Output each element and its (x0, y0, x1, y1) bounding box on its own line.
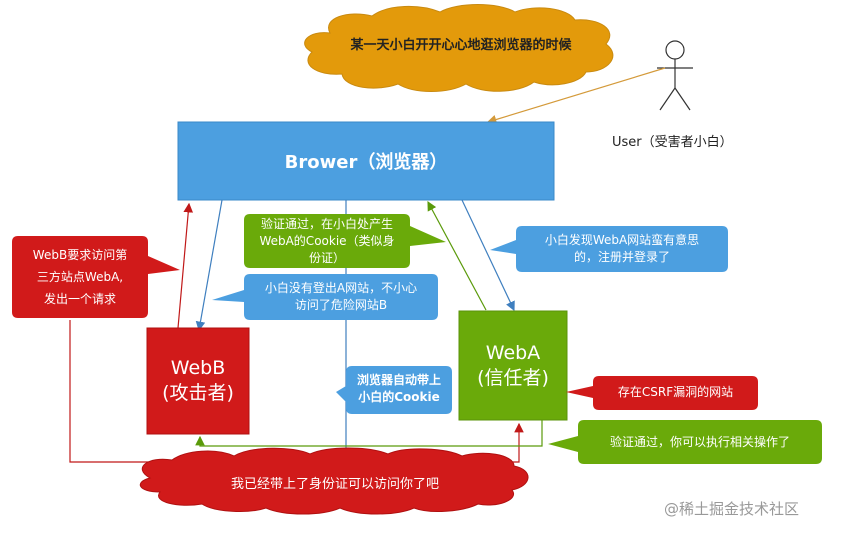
callout-login-weba-line1: 小白发现WebA网站蛮有意思 (544, 233, 700, 247)
callout-visit-danger-shape (212, 274, 438, 320)
watermark: @稀土掘金技术社区 (664, 500, 800, 518)
callout-auto-cookie-line2: 小白的Cookie (358, 390, 440, 404)
weba-box: WebA (信任者) (459, 311, 567, 420)
webb-to-browser-arrow (177, 202, 194, 329)
callout-webb-request-line2: 三方站点WebA, (36, 270, 124, 284)
webb-box: WebB (攻击者) (147, 328, 249, 434)
browser-box-shape (177, 121, 555, 201)
callout-verify-ok-shape (548, 420, 822, 464)
callout-visit-danger-line2: 访问了危险网站B (294, 298, 388, 312)
weba-role: (信任者) (477, 366, 549, 389)
callout-webb-request-line1: WebB要求访问第 (32, 248, 128, 262)
callout-login-weba: 小白发现WebA网站蛮有意思 的，注册并登录了 (516, 232, 728, 266)
callout-verify-cookie-shape (244, 214, 446, 268)
callout-verify-cookie-line2: WebA的Cookie（类似身 (259, 234, 395, 248)
callout-visit-danger: 小白没有登出A网站，不小心 访问了危险网站B (244, 280, 438, 314)
browser-to-weba-arrow (461, 199, 515, 312)
callout-auto-cookie: 浏览器自动带上 小白的Cookie (346, 372, 452, 406)
callout-verify-cookie-line3: 份证） (308, 251, 345, 265)
callout-login-weba-shape (490, 226, 728, 272)
callout-csrf: 存在CSRF漏洞的网站 (617, 385, 734, 399)
callout-auto-cookie-line1: 浏览器自动带上 (356, 373, 441, 387)
user-label: User（受害者小白） (612, 135, 733, 150)
callout-auto-cookie-shape (336, 366, 452, 414)
browser-box-label: Brower（浏览器） (284, 152, 448, 173)
webb-title: WebB (170, 357, 226, 379)
bottom-cloud-shape (139, 447, 529, 515)
user-to-browser-arrow (486, 67, 666, 125)
callout-webb-request-line3: 发出一个请求 (43, 292, 116, 306)
weba-box-shape (458, 310, 568, 421)
webb-box-shape (146, 327, 250, 435)
callout-verify-cookie: 验证通过，在小白处产生 WebA的Cookie（类似身 份证） (244, 216, 410, 267)
weba-to-browser-arrow (427, 200, 487, 311)
callout-csrf-shape (566, 376, 758, 410)
callout-verify-ok: 验证通过，你可以执行相关操作了 (609, 435, 790, 449)
user-stick-figure-icon (657, 40, 693, 111)
callout-visit-danger-line1: 小白没有登出A网站，不小心 (264, 281, 418, 295)
browser-to-webb-arrow (195, 199, 223, 332)
weba-response-path (195, 420, 543, 447)
weba-title: WebA (485, 341, 541, 364)
callout-login-weba-line2: 的，注册并登录了 (573, 250, 670, 264)
callout-webb-request-shape (12, 236, 180, 318)
callout-verify-cookie-line1: 验证通过，在小白处产生 (260, 217, 393, 231)
callout-webb-request: WebB要求访问第 三方站点WebA, 发出一个请求 (14, 244, 146, 310)
top-cloud-text: 某一天小白开开心心地逛浏览器的时候 (350, 38, 572, 53)
top-cloud-shape (304, 4, 614, 92)
webb-role: (攻击者) (162, 382, 234, 404)
bottom-cloud-text: 我已经带上了身份证可以访问你了吧 (230, 477, 439, 492)
